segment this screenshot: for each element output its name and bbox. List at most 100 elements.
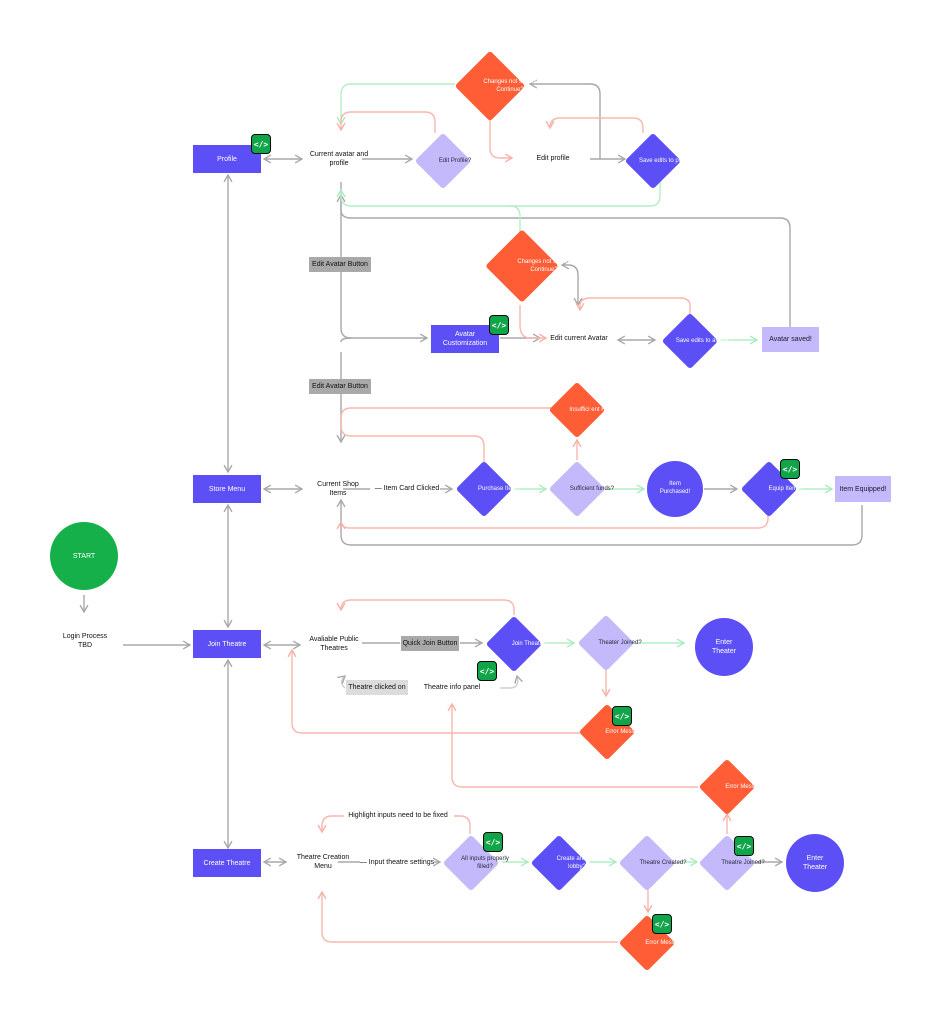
- avatar-customization-node[interactable]: Avatar Customization: [431, 325, 499, 353]
- edge-info-join: [500, 674, 523, 689]
- enter-theater-node-2: Enter Theater: [786, 834, 844, 892]
- all-inputs-filled-text: All inputs properly filled?: [461, 855, 509, 870]
- error-message-top-decision: Error Message: [698, 758, 765, 816]
- edge-save-profile-return: [336, 180, 661, 207]
- insufficient-funds-decision: Insuffici ent Fun...: [548, 381, 617, 439]
- edge-changes1-editprofile: [489, 118, 514, 163]
- theatre-clicked-on-tag: Theatre clicked on: [346, 680, 408, 695]
- theatre-clicked-on-text: Theatre clicked on: [348, 684, 406, 691]
- enter-theater-text-1: Enter Theater: [711, 638, 737, 655]
- error-message-create-text: Error Message: [645, 939, 685, 946]
- theatre-info-panel-label: Theatre info panel: [420, 683, 484, 692]
- edit-profile-text: Edit profile: [536, 155, 570, 162]
- edge-allinputs-highlight: [454, 815, 471, 834]
- theatre-info-panel-text: Theatre info panel: [423, 684, 481, 691]
- edge-changes1-return: [336, 83, 455, 126]
- join-theatre-label: Join Theatre: [207, 640, 247, 648]
- avatar-saved-node: Avatar saved!: [762, 327, 819, 352]
- enter-theater-node-1: Enter Theater: [695, 618, 753, 676]
- save-edits-profile-decision: Save edits to profile?: [624, 132, 695, 190]
- start-node: START: [50, 522, 118, 590]
- edge-join-back: [336, 599, 515, 615]
- changes-not-saved-text-1: Changes not saved! Continue?: [483, 78, 537, 93]
- create-join-lobby-decision: Create and join lobby?: [530, 834, 597, 892]
- edit-avatar-button-text-1: Edit Avatar Button: [312, 261, 368, 268]
- join-theatre-decision-text: Join Theatre?: [511, 640, 549, 647]
- create-theatre-node[interactable]: Create Theatre: [193, 849, 261, 877]
- insufficient-funds-text: Insuffici ent Fun...: [569, 406, 617, 413]
- theater-joined-decision: Theater Joined?: [577, 614, 642, 672]
- code-glyph-4: </>: [479, 666, 495, 676]
- quick-join-button: Quick Join Button: [401, 636, 459, 651]
- theatre-created-text: Theatre Created?: [639, 859, 687, 866]
- changes-not-saved-decision-2: Changes not saved! Continue?: [484, 228, 571, 304]
- code-embed-icon-avatar[interactable]: </>: [489, 315, 509, 335]
- item-purchased-text: Item Purchased!: [659, 481, 691, 495]
- code-embed-icon-error-join[interactable]: </>: [612, 706, 632, 726]
- profile-label: Profile: [217, 155, 237, 163]
- highlight-inputs-text: Highlight inputs need to be fixed: [348, 812, 448, 819]
- code-glyph-3: </>: [782, 464, 798, 474]
- edge-avatar-saved-return: [336, 193, 791, 327]
- code-embed-icon-all-inputs[interactable]: </>: [483, 832, 503, 852]
- edge-changes2-return: [509, 205, 521, 252]
- avatar-saved-text: Avatar saved!: [769, 336, 812, 343]
- current-shop-items-text: Current Shop Items: [317, 481, 359, 498]
- edge-equip-return: [336, 514, 769, 530]
- edge-editprofile-changes1: [336, 111, 436, 133]
- create-join-lobby-text: Create and join lobby?: [556, 855, 598, 870]
- edit-avatar-button-text-2: Edit Avatar Button: [312, 383, 368, 390]
- item-card-clicked-text: — Item Card Clicked: [374, 485, 440, 492]
- highlight-inputs-label: Highlight inputs need to be fixed: [346, 811, 450, 820]
- theatre-created-decision: Theatre Created?: [618, 834, 687, 892]
- edge-equipped-return: [336, 498, 863, 546]
- equip-items-decision: Equip Items?: [740, 460, 804, 518]
- code-embed-icon-theatre-joined[interactable]: </>: [734, 836, 754, 856]
- enter-theater-text-2: Enter Theater: [802, 854, 828, 871]
- item-purchased-node: Item Purchased!: [647, 461, 703, 517]
- save-edits-profile-text: Save edits to profile?: [638, 157, 696, 164]
- theatre-creation-menu-label: Theatre Creation Menu: [290, 853, 356, 872]
- theatre-creation-menu-text: Theatre Creation Menu: [296, 854, 350, 871]
- save-edits-avatar-text: Save edits to avatar?: [675, 337, 733, 344]
- sufficient-funds-text: Sufficient funds?: [569, 485, 615, 492]
- join-theatre-node[interactable]: Join Theatre: [193, 630, 261, 658]
- edit-profile-decision-text: Edit Profile?: [438, 157, 472, 164]
- error-message-join-text: Error Message: [605, 728, 645, 735]
- code-embed-icon-error-create[interactable]: </>: [652, 914, 672, 934]
- join-theatre-decision: Join Theatre?: [485, 615, 548, 673]
- current-avatar-profile-label: Current avatar and profile: [306, 150, 372, 169]
- purchase-item-text: Purchase Item?: [477, 485, 521, 492]
- code-embed-icon-profile[interactable]: </>: [251, 134, 271, 154]
- purchase-item-decision: Purchase Item?: [455, 460, 520, 518]
- edit-avatar-button-1: Edit Avatar Button: [309, 257, 371, 272]
- login-process-label: Login Process TBD: [56, 632, 114, 651]
- theatre-joined-text: Theatre Joined?: [721, 859, 765, 866]
- item-equipped-node: Item Equipped!: [835, 476, 891, 502]
- code-glyph-2: </>: [491, 320, 507, 330]
- code-glyph-1: </>: [253, 139, 269, 149]
- edit-current-avatar-text: Edit current Avatar: [550, 335, 608, 342]
- code-embed-icon-info-panel[interactable]: </>: [477, 661, 497, 681]
- available-public-theatres-text: Avaliable Public Theatres: [309, 636, 359, 653]
- profile-node[interactable]: Profile: [193, 145, 261, 173]
- code-glyph-8: </>: [654, 919, 670, 929]
- edge-theatre-clicked-loop: [337, 675, 347, 689]
- changes-not-saved-text-2: Changes not saved! Continue?: [517, 258, 571, 273]
- error-message-top-text: Error Message: [725, 783, 765, 790]
- item-card-clicked-label: — Item Card Clicked: [372, 484, 442, 493]
- store-menu-label: Store Menu: [208, 485, 246, 493]
- edge-saveprofile-changes: [545, 117, 644, 133]
- store-menu-node[interactable]: Store Menu: [193, 475, 261, 503]
- equip-items-text: Equip Items?: [768, 485, 804, 492]
- create-theatre-label: Create Theatre: [203, 859, 251, 867]
- login-process-text: Login Process TBD: [62, 633, 108, 650]
- edge-changes2-back: [560, 260, 583, 307]
- code-embed-icon-equip[interactable]: </>: [780, 459, 800, 479]
- error-message-create-decision: Error Message: [618, 914, 685, 972]
- sufficient-funds-decision: Sufficient funds?: [548, 460, 614, 518]
- edge-changes2-edit: [519, 324, 548, 343]
- code-glyph-5: </>: [614, 711, 630, 721]
- edge-error-top-info: [447, 702, 698, 788]
